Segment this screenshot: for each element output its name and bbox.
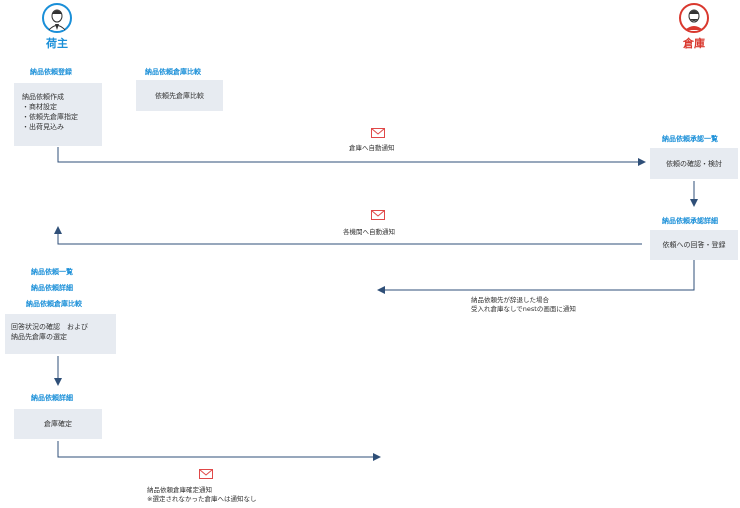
- step2-title-detail: 納品依頼詳細: [31, 284, 73, 292]
- step3-box: 倉庫確定: [14, 409, 102, 439]
- shipper-label: 荷主: [46, 37, 68, 50]
- decline-note-line1: 納品依頼先が辞退した場合: [471, 296, 549, 304]
- notify2-text: 各機関へ自動通知: [343, 228, 395, 236]
- decline-note: 納品依頼先が辞退した場合 受入れ倉庫なしでnestの画面に通知: [471, 296, 576, 314]
- step1-title: 納品依頼登録: [30, 68, 72, 76]
- arrow-decline: [377, 260, 695, 294]
- warehouse-avatar-icon: [679, 3, 709, 33]
- step1-item: ・依頼先倉庫指定: [22, 113, 78, 122]
- step2-box: 回答状況の確認 および 納品先倉庫の選定: [5, 314, 116, 354]
- step1-item: ・商材設定: [22, 103, 57, 112]
- notify3-line2: ※選定されなかった倉庫へは通知なし: [147, 495, 257, 504]
- arrow-warehouse-to-shipper: [54, 226, 642, 245]
- w-step2-box: 依頼への回答・登録: [650, 230, 738, 260]
- arrow-confirm: [57, 441, 381, 461]
- compare-box: 依頼先倉庫比較: [136, 80, 223, 111]
- w-step1-box: 依頼の確認・検討: [650, 148, 738, 179]
- step3-title: 納品依頼詳細: [31, 394, 73, 402]
- step1-box: 納品依頼作成 ・商材設定 ・依頼先倉庫指定 ・出荷見込み: [14, 83, 102, 146]
- step1-item: ・出荷見込み: [22, 123, 64, 132]
- notify3-text: 納品依頼倉庫確定通知 ※選定されなかった倉庫へは通知なし: [147, 486, 256, 504]
- warehouse-label: 倉庫: [683, 37, 705, 50]
- shipper-avatar-icon: [42, 3, 72, 33]
- mail-icon: [199, 469, 213, 479]
- step2-title-compare: 納品依頼倉庫比較: [26, 300, 82, 308]
- step2-box-line1: 回答状況の確認 および: [11, 323, 88, 331]
- notify3-line1: 納品依頼倉庫確定通知: [147, 486, 212, 494]
- notify1-text: 倉庫へ自動通知: [349, 144, 395, 152]
- warehouse-actor: 倉庫: [677, 3, 711, 51]
- mail-icon: [371, 128, 385, 138]
- step2-title-list: 納品依頼一覧: [31, 268, 73, 276]
- w-step2-title: 納品依頼承認詳細: [662, 217, 718, 225]
- decline-note-line2: 受入れ倉庫なしでnestの画面に通知: [471, 305, 576, 314]
- shipper-actor: 荷主: [40, 3, 74, 51]
- step1-box-title: 納品依頼作成: [22, 93, 64, 101]
- step2-box-line2: 納品先倉庫の選定: [11, 333, 67, 342]
- compare-title: 納品依頼倉庫比較: [145, 68, 201, 76]
- w-step1-title: 納品依頼承認一覧: [662, 135, 718, 143]
- arrow-shipper-to-warehouse: [57, 147, 646, 166]
- mail-icon: [371, 210, 385, 220]
